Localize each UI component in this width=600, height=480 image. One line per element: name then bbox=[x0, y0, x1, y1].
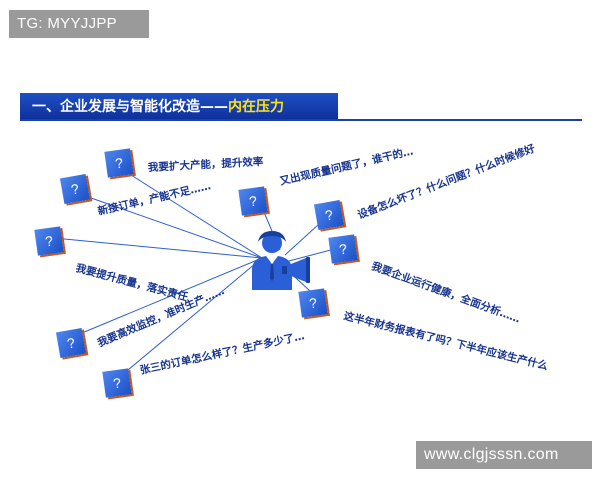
question-card-icon: ? bbox=[104, 148, 134, 178]
section-title-highlight: 内在压力 bbox=[228, 99, 284, 115]
question-card-icon: ? bbox=[238, 186, 268, 216]
question-card-icon: ? bbox=[313, 199, 345, 231]
question-card-icon: ? bbox=[55, 327, 87, 359]
question-card-icon: ? bbox=[59, 173, 91, 205]
watermark-top: TG: MYYJJPP bbox=[9, 10, 149, 38]
question-card-icon: ? bbox=[34, 226, 64, 256]
title-underline bbox=[20, 119, 582, 121]
section-title-main: 一、企业发展与智能化改造—— bbox=[32, 99, 228, 115]
section-title: 一、企业发展与智能化改造——内在压力 bbox=[20, 93, 338, 121]
watermark-bottom: www.clgjsssn.com bbox=[416, 441, 592, 469]
question-card-icon: ? bbox=[102, 368, 132, 398]
question-card-icon: ? bbox=[298, 288, 328, 318]
manager-with-megaphone-icon bbox=[252, 231, 310, 290]
question-card-icon: ? bbox=[328, 234, 358, 264]
